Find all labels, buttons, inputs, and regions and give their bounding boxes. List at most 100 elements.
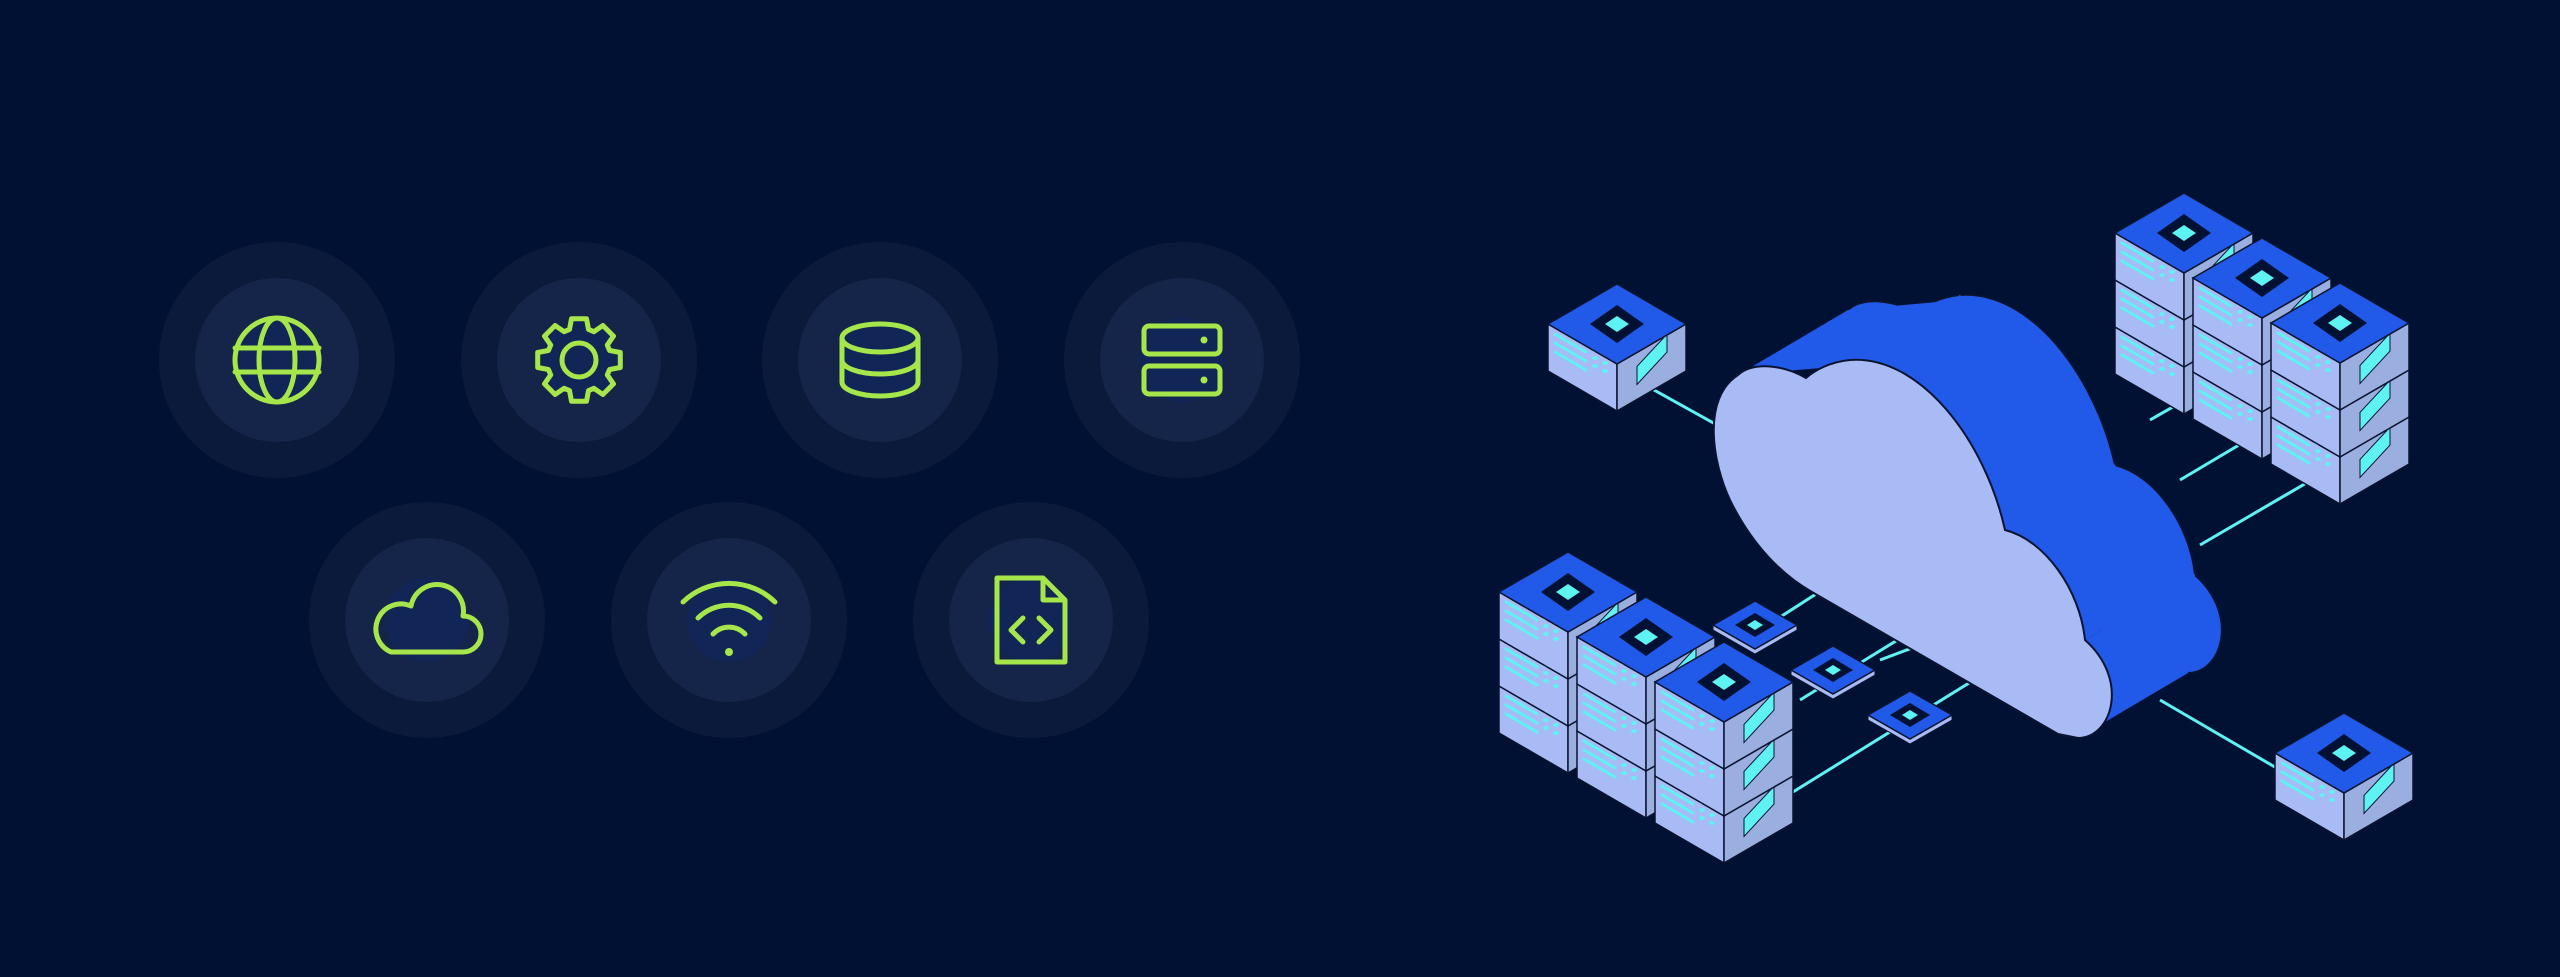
vent-dot <box>1553 723 1559 727</box>
vent-slot <box>2120 353 2155 375</box>
vent-slot <box>2198 333 2233 355</box>
vent-dot <box>2247 315 2253 319</box>
vent-slot <box>1553 332 1588 354</box>
vent-dot <box>2237 318 2243 322</box>
chip-core <box>2332 745 2356 761</box>
vent-slot <box>2198 351 2233 373</box>
vent-slot <box>2120 344 2155 366</box>
vent-dot <box>2169 325 2175 329</box>
vent-slot <box>1582 757 1617 779</box>
vent-slot <box>1582 654 1617 676</box>
vent-dot <box>2315 410 2321 414</box>
vent-slot <box>2120 306 2155 328</box>
vent-slot <box>2198 295 2233 317</box>
wifi-icon <box>680 578 778 662</box>
server-screen <box>1636 332 1668 386</box>
chip-core <box>1605 316 1629 332</box>
link-line <box>2159 698 2281 772</box>
chip-core <box>1634 629 1658 645</box>
vent-slot <box>1582 748 1617 770</box>
vent-dot <box>1553 637 1559 641</box>
chip-core <box>2328 315 2352 331</box>
vent-dot <box>2159 273 2165 277</box>
vent-dot <box>2159 265 2165 269</box>
vent-dot <box>2237 412 2243 416</box>
vent-dot <box>2169 317 2175 321</box>
vent-dot <box>2325 368 2331 372</box>
vent-slot <box>1504 609 1539 631</box>
vent-dot <box>1621 716 1627 720</box>
vent-dot <box>2247 362 2253 366</box>
chip-core <box>2250 270 2274 286</box>
server-screen <box>2359 378 2391 432</box>
chip-core <box>1712 674 1736 690</box>
server-stack <box>1653 641 1795 865</box>
vent-dot <box>1553 731 1559 735</box>
vent-slot <box>1660 737 1695 759</box>
vent-dot <box>1621 771 1627 775</box>
vent-slot <box>2198 389 2233 411</box>
vent-slot <box>1504 712 1539 734</box>
vent-slot <box>2280 779 2315 801</box>
vent-slot <box>2120 259 2155 281</box>
vent-dot <box>2247 417 2253 421</box>
vent-dot <box>2325 415 2331 419</box>
server-screen <box>2359 425 2391 479</box>
network-chip <box>1866 690 1954 745</box>
vent-dot <box>2319 793 2325 797</box>
vent-dot <box>1553 629 1559 633</box>
vent-slot <box>1660 708 1695 730</box>
feature-icon-gear <box>461 242 697 478</box>
vent-slot <box>1582 710 1617 732</box>
vent-dot <box>1543 726 1549 730</box>
vent-dot <box>1543 624 1549 628</box>
vent-slot <box>1660 690 1695 712</box>
vent-slot <box>2120 250 2155 272</box>
vent-slot <box>1582 663 1617 685</box>
vent-slot <box>2198 286 2233 308</box>
vent-dot <box>2169 364 2175 368</box>
vent-dot <box>1709 813 1715 817</box>
vent-slot <box>1660 755 1695 777</box>
vent-dot <box>1709 727 1715 731</box>
vent-dot <box>2329 798 2335 802</box>
server-stack <box>1546 283 1688 413</box>
vent-slot <box>2280 761 2315 783</box>
vent-dot <box>1543 632 1549 636</box>
code-file-icon <box>989 575 1073 665</box>
link-line <box>1779 668 1991 802</box>
vent-dot <box>2237 357 2243 361</box>
vent-dot <box>2315 355 2321 359</box>
server-screen <box>2363 761 2395 815</box>
chip-core <box>2172 225 2196 241</box>
vent-slot <box>2276 387 2311 409</box>
server-stack <box>2273 712 2415 842</box>
vent-slot <box>1582 701 1617 723</box>
vent-slot <box>1504 618 1539 640</box>
vent-dot <box>1631 721 1637 725</box>
vent-slot <box>1504 703 1539 725</box>
vent-slot <box>1660 746 1695 768</box>
vent-dot <box>1621 669 1627 673</box>
vent-dot <box>2315 363 2321 367</box>
vent-slot <box>1660 784 1695 806</box>
vent-dot <box>1699 816 1705 820</box>
vent-dot <box>1621 724 1627 728</box>
vent-dot <box>2247 323 2253 327</box>
vent-slot <box>2276 425 2311 447</box>
vent-dot <box>1543 679 1549 683</box>
vent-slot <box>2198 304 2233 326</box>
feature-icon-cloud <box>309 502 545 738</box>
vent-slot <box>2276 331 2311 353</box>
chip-core <box>1556 584 1580 600</box>
vent-dot <box>2159 367 2165 371</box>
vent-slot <box>2276 396 2311 418</box>
vent-slot <box>1660 802 1695 824</box>
vent-dot <box>1699 761 1705 765</box>
vent-dot <box>2315 457 2321 461</box>
vent-dot <box>1699 722 1705 726</box>
vent-slot <box>2276 443 2311 465</box>
vent-slot <box>2276 378 2311 400</box>
vent-dot <box>2325 407 2331 411</box>
vent-slot <box>2120 297 2155 319</box>
